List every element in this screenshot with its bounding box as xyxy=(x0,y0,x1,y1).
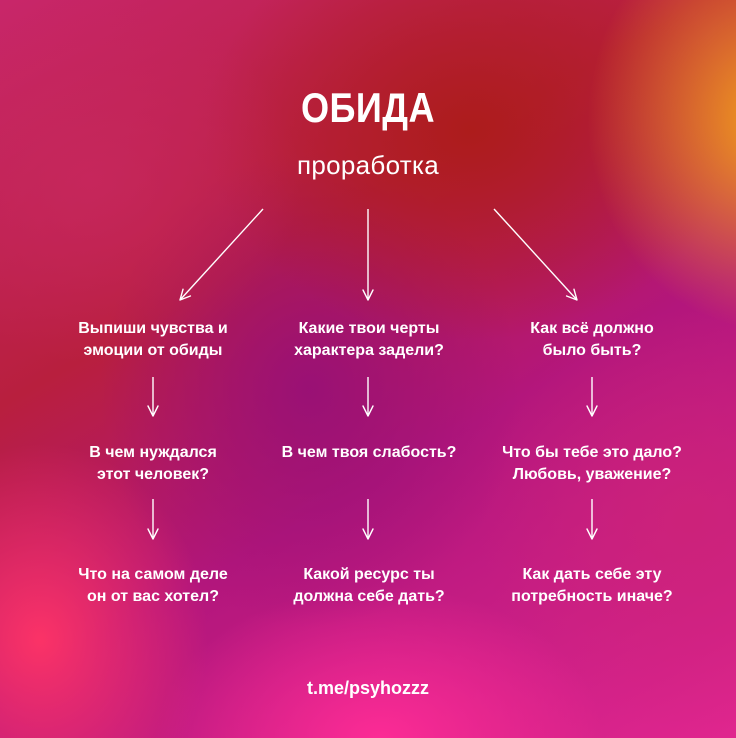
arrow-title-to-col3 xyxy=(493,208,578,301)
diagram-subtitle: проработка xyxy=(296,150,439,180)
arrow-title-to-col1 xyxy=(179,208,264,301)
node-col3-what-it-gives: Что бы тебе это дало?Любовь, уважение? xyxy=(502,444,682,483)
node-col2-weakness: В чем твоя слабость? xyxy=(281,444,457,461)
footer-link[interactable]: t.me/psyhozzz xyxy=(306,678,430,698)
diagram-title: ОБИДА xyxy=(301,84,435,131)
